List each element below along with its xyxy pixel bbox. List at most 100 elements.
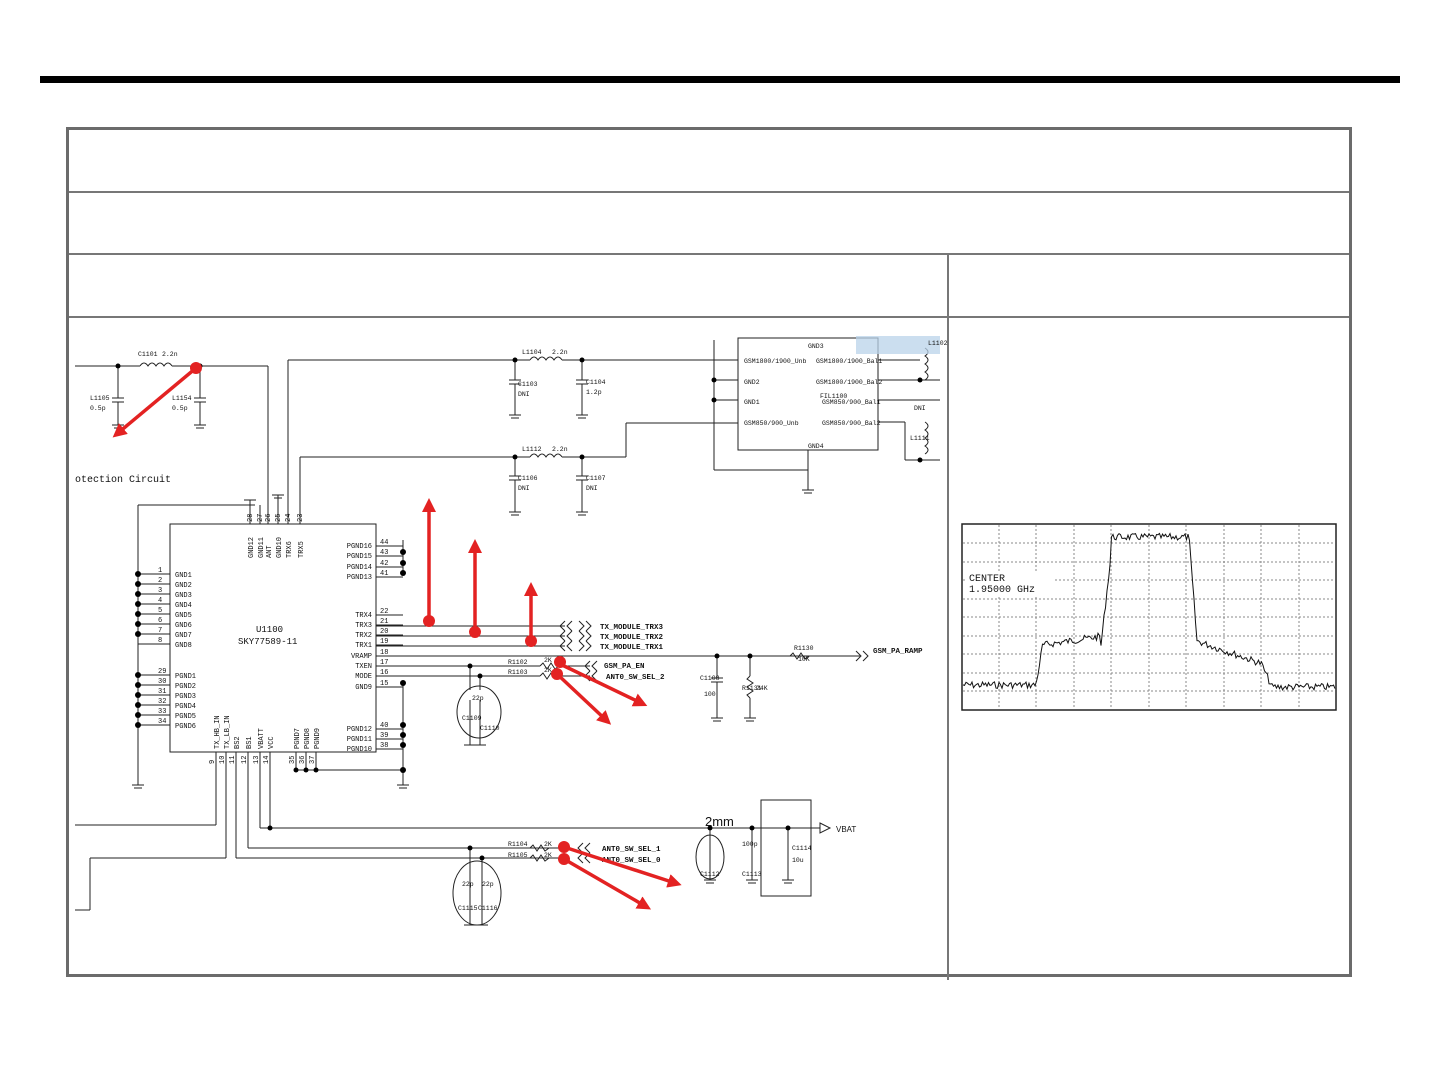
pin-name: PGND11 <box>347 736 372 744</box>
pin-number: 36 <box>299 756 307 764</box>
net-trx1: TX_MODULE_TRX1 <box>600 644 664 652</box>
pin-number: 44 <box>380 539 388 547</box>
pin-name: TX_LB_IN <box>224 715 232 749</box>
svg-text:C1107: C1107 <box>586 475 606 482</box>
svg-text:R1131: R1131 <box>742 685 762 692</box>
annotation-arrow <box>563 857 652 910</box>
pin-name: TRX1 <box>355 642 372 650</box>
pin-number: 14 <box>263 756 271 764</box>
table-divider-1 <box>69 191 1349 193</box>
svg-text:C1109: C1109 <box>462 715 482 722</box>
pin-name: PGND7 <box>294 728 302 749</box>
net-gsm-pa-en: GSM_PA_EN <box>604 663 645 671</box>
svg-text:L1102: L1102 <box>928 340 948 347</box>
pin-number: 31 <box>158 688 166 696</box>
svg-text:24K: 24K <box>756 685 768 692</box>
svg-text:22p: 22p <box>482 881 494 888</box>
pin-name: PGND4 <box>175 703 196 711</box>
net-vbat: VBAT <box>836 825 856 834</box>
svg-text:C1113: C1113 <box>742 871 762 878</box>
svg-text:GSM850/900_Bal2: GSM850/900_Bal2 <box>822 420 881 427</box>
svg-text:DNI: DNI <box>518 391 530 398</box>
svg-text:2K: 2K <box>544 667 552 674</box>
pin-name: PGND1 <box>175 673 196 681</box>
content-frame <box>66 127 1352 980</box>
svg-text:2.2n: 2.2n <box>162 351 178 358</box>
svg-text:L1111: L1111 <box>910 435 930 442</box>
net-ant-sel-0: ANT0_SW_SEL_0 <box>602 857 661 865</box>
svg-text:22p: 22p <box>462 881 474 888</box>
pin-name: BS2 <box>234 736 242 749</box>
pin-number: 13 <box>253 756 261 764</box>
pin-name: TRX4 <box>355 612 372 620</box>
svg-text:GND1: GND1 <box>744 399 760 406</box>
pin-name: PGND2 <box>175 683 196 691</box>
pin-number: 9 <box>209 760 217 764</box>
annotation-arrow <box>559 662 648 707</box>
pin-number: 33 <box>158 708 166 716</box>
pin-number: 12 <box>241 756 249 764</box>
pin-name: VRAMP <box>351 653 372 661</box>
pin-number: 17 <box>380 659 388 667</box>
pin-name: PGND10 <box>347 746 372 754</box>
svg-text:C1103: C1103 <box>518 381 538 388</box>
svg-text:C1108: C1108 <box>700 675 720 682</box>
net-gsm-pa-ramp: GSM_PA_RAMP <box>873 648 923 656</box>
svg-text:GSM1800/1900_Bal2: GSM1800/1900_Bal2 <box>816 379 882 386</box>
pin-number: 40 <box>380 722 388 730</box>
pin-name: GND6 <box>175 622 192 630</box>
pin-name: PGND8 <box>304 728 312 749</box>
pin-number: 37 <box>309 756 317 764</box>
pin-name: PGND9 <box>314 728 322 749</box>
svg-text:C1110: C1110 <box>480 725 500 732</box>
net-trx2: TX_MODULE_TRX2 <box>600 634 664 642</box>
svg-text:C1106: C1106 <box>518 475 538 482</box>
pin-number: 23 <box>297 514 305 522</box>
pin-name: PGND16 <box>347 543 372 551</box>
pin-number: 3 <box>158 587 162 595</box>
pin-name: TRX2 <box>355 632 372 640</box>
spectrum-trace <box>962 532 1336 692</box>
pin-number: 10 <box>219 756 227 764</box>
pin-number: 27 <box>257 514 265 522</box>
svg-text:R1130: R1130 <box>794 645 814 652</box>
annotation-arrow <box>563 845 682 888</box>
net-ant-sel-2: ANT0_SW_SEL_2 <box>606 674 665 682</box>
svg-text:1.2p: 1.2p <box>586 389 602 396</box>
svg-text:FIL1100: FIL1100 <box>820 393 847 400</box>
pin-number: 18 <box>380 649 388 657</box>
svg-text:R1102: R1102 <box>508 659 528 666</box>
svg-text:R1105: R1105 <box>508 852 528 859</box>
center-label: CENTER <box>969 574 1005 585</box>
protection-circuit-label: otection Circuit <box>75 474 171 486</box>
header-rule <box>40 76 1400 83</box>
pin-number: 43 <box>380 549 388 557</box>
pin-name: VBATT <box>258 728 266 749</box>
pin-name: GND11 <box>258 537 266 558</box>
pin-number: 4 <box>158 597 162 605</box>
pin-number: 11 <box>229 756 237 764</box>
pin-number: 19 <box>380 638 388 646</box>
pin-number: 8 <box>158 637 162 645</box>
svg-text:R1104: R1104 <box>508 841 528 848</box>
pin-name: ANT <box>266 545 274 558</box>
svg-text:2K: 2K <box>544 852 552 859</box>
svg-text:DNI: DNI <box>586 485 598 492</box>
pin-name: GND2 <box>175 582 192 590</box>
svg-text:2K: 2K <box>544 657 552 664</box>
svg-text:GND2: GND2 <box>744 379 760 386</box>
pin-name: PGND5 <box>175 713 196 721</box>
svg-text:GND3: GND3 <box>808 343 824 350</box>
svg-text:GSM850/900_Bal1: GSM850/900_Bal1 <box>822 399 881 406</box>
svg-text:L1154: L1154 <box>172 395 192 402</box>
pin-number: 29 <box>158 668 166 676</box>
column-divider <box>947 255 949 980</box>
pin-number: 5 <box>158 607 162 615</box>
pin-number: 26 <box>265 514 273 522</box>
pin-name: PGND13 <box>347 574 372 582</box>
svg-text:DNI: DNI <box>914 405 926 412</box>
svg-text:100: 100 <box>704 691 716 698</box>
pin-name: PGND6 <box>175 723 196 731</box>
pin-number: 42 <box>380 560 388 568</box>
svg-text:GND4: GND4 <box>808 443 824 450</box>
